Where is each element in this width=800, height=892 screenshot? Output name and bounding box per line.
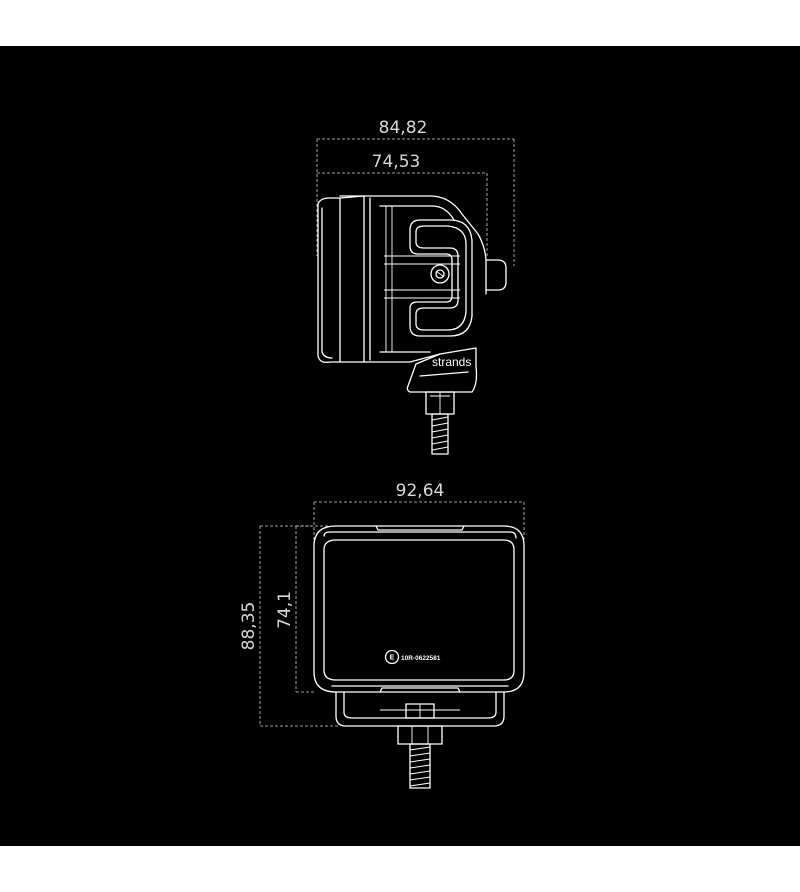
certification-mark: E 10R-0622581 [384,649,441,665]
dimension-front-body-height: 74,1 [275,525,314,693]
approval-number: 10R-0622581 [401,655,441,662]
e-mark-icon [384,649,400,665]
side-bracket [384,219,507,337]
dimension-side-body-width: 74,53 [317,152,488,256]
side-housing [339,195,487,363]
front-lens [323,539,515,681]
side-overall-width-value: 84,82 [379,118,428,138]
front-bolt [397,703,443,789]
front-body-height-value: 74,1 [275,591,295,629]
dimension-front-overall-height: 88,35 [239,525,340,727]
side-view: 84,82 74,53 [316,118,515,455]
side-mount-foot: strands [406,347,478,393]
dimension-side-overall-width: 84,82 [316,118,515,266]
pivot-knob-icon [430,264,450,284]
side-bolt [425,391,455,455]
front-view: 92,64 88,35 74,1 E [239,481,525,789]
front-width-value: 92,64 [396,481,445,501]
e-mark-letter: E [390,655,395,662]
dimension-front-width: 92,64 [313,481,525,546]
side-body-width-value: 74,53 [372,152,421,172]
side-lens [317,195,365,364]
technical-drawing: 84,82 74,53 [239,118,525,789]
front-overall-height-value: 88,35 [239,602,259,651]
front-housing [313,525,525,693]
brand-label: strands [432,355,471,369]
drawing-canvas: 84,82 74,53 [0,46,800,846]
